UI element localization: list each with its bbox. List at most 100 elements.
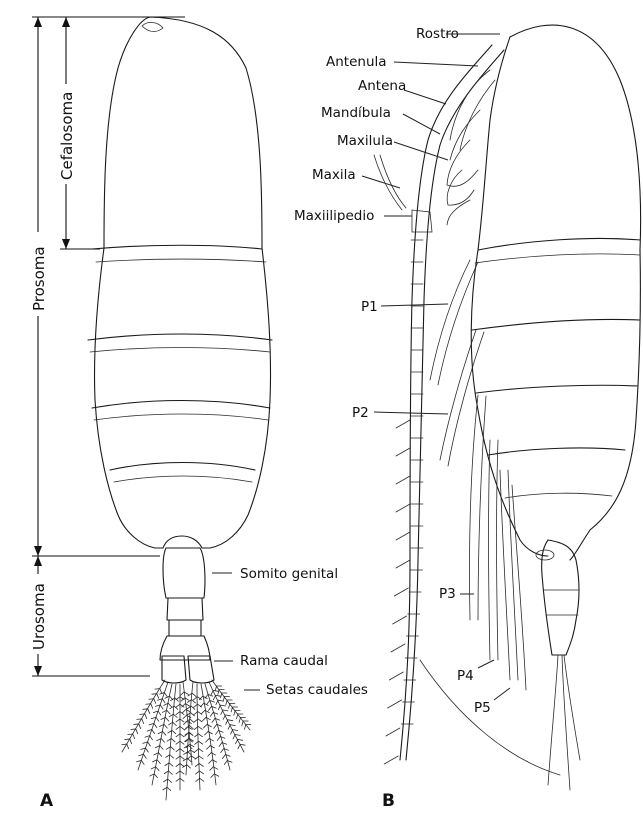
seta-barb bbox=[187, 758, 191, 761]
seta-barb bbox=[242, 721, 243, 726]
antennule-seta bbox=[393, 616, 407, 624]
seta-barb bbox=[163, 731, 166, 735]
seta-barb bbox=[182, 709, 186, 712]
seta-barb bbox=[167, 710, 170, 714]
label-maxila: Maxila bbox=[312, 167, 356, 183]
seta-barb bbox=[199, 756, 203, 759]
seta-barb bbox=[160, 705, 163, 709]
lateral-segment-4 bbox=[488, 448, 625, 455]
label-cefalosoma: Cefalosoma bbox=[58, 92, 76, 180]
seta-barb bbox=[238, 739, 243, 740]
body-outline-lateral bbox=[510, 25, 641, 560]
seta-barb bbox=[165, 717, 168, 721]
lateral-segment-5 bbox=[505, 493, 612, 498]
seta-barb bbox=[203, 724, 207, 728]
seta-barb bbox=[180, 741, 184, 744]
seta-barb bbox=[217, 736, 220, 740]
seta-barb bbox=[214, 724, 217, 728]
seta-barb bbox=[222, 755, 225, 759]
seta-barb bbox=[176, 741, 180, 744]
seta-barb bbox=[145, 714, 147, 719]
seta-barb bbox=[226, 700, 227, 705]
seta-barb bbox=[218, 705, 220, 709]
antennule-seta bbox=[396, 560, 410, 568]
seta-barb bbox=[150, 736, 153, 740]
seta-barb bbox=[233, 735, 235, 739]
seta-barb bbox=[223, 697, 224, 702]
seta-barb bbox=[169, 771, 173, 774]
seta-barb bbox=[216, 700, 218, 704]
seta-barb bbox=[146, 748, 149, 752]
seta-barb bbox=[143, 709, 148, 710]
segment-line-2 bbox=[88, 334, 272, 340]
antennule-seta bbox=[396, 476, 410, 484]
seta-barb bbox=[180, 778, 184, 781]
seta-barb bbox=[160, 746, 163, 750]
seta-barb bbox=[238, 744, 240, 748]
seta-barb bbox=[176, 704, 180, 707]
label-p5: P5 bbox=[474, 700, 491, 716]
seta-barb bbox=[235, 735, 240, 736]
seta-barb bbox=[236, 714, 237, 719]
seta-barb bbox=[154, 774, 157, 778]
seta-barb bbox=[164, 724, 167, 728]
long-ventral-seta bbox=[420, 660, 560, 775]
seta-barb bbox=[156, 717, 159, 721]
genital-somite bbox=[163, 548, 205, 598]
seta-barb bbox=[219, 742, 222, 746]
urosome-lateral bbox=[542, 540, 579, 655]
urosome-segment-3 bbox=[169, 620, 201, 636]
seta-barb bbox=[142, 719, 144, 724]
ventral-outline-head bbox=[478, 37, 510, 250]
lateral-segment-2 bbox=[472, 319, 640, 330]
seta-barb bbox=[210, 767, 214, 771]
antennule-seta bbox=[394, 588, 408, 596]
segment-line-1b bbox=[96, 259, 266, 262]
seta-barb bbox=[235, 739, 237, 743]
panel-a-dorsal-view: Prosoma Cefalosoma Urosoma Somito genita… bbox=[28, 17, 368, 809]
leader-p2 bbox=[374, 412, 448, 414]
seta-barb bbox=[176, 778, 180, 781]
urosome-segment-2 bbox=[167, 598, 203, 620]
head-appendages bbox=[374, 70, 495, 232]
seta-barb bbox=[224, 761, 227, 765]
seta-barb bbox=[198, 726, 202, 729]
seta-barb bbox=[233, 730, 238, 731]
seta-barb bbox=[148, 742, 151, 746]
rostrum-detail bbox=[142, 22, 163, 31]
panel-letter-a: A bbox=[40, 791, 54, 809]
caudal-setae-lateral bbox=[548, 655, 580, 790]
seta-barb bbox=[148, 709, 150, 714]
seta-barb bbox=[180, 764, 184, 767]
seta-barb bbox=[154, 699, 156, 704]
antennule-seta bbox=[389, 672, 403, 680]
segment-line-4 bbox=[110, 463, 255, 471]
seta-barb bbox=[209, 760, 213, 764]
leader-antena bbox=[404, 90, 446, 104]
seta-barb bbox=[141, 760, 144, 764]
seta-barb bbox=[173, 722, 177, 725]
antennule-seta bbox=[396, 448, 410, 456]
seta-barb bbox=[226, 720, 228, 724]
seta-barb bbox=[168, 779, 172, 782]
seta-barb bbox=[154, 723, 157, 727]
seta-barb bbox=[157, 694, 159, 699]
leader-p5 bbox=[494, 688, 510, 700]
seta-barb bbox=[192, 693, 196, 696]
seta-barb bbox=[221, 710, 223, 714]
seta-barb bbox=[228, 704, 229, 709]
seta-barb bbox=[158, 711, 161, 715]
seta-barb bbox=[180, 756, 184, 759]
segment-line-2b bbox=[90, 348, 270, 353]
seta-barb bbox=[158, 753, 161, 757]
seta-barb bbox=[176, 749, 180, 752]
seta-barb bbox=[208, 706, 211, 710]
leader-antenula bbox=[394, 62, 478, 66]
seta-barb bbox=[176, 697, 180, 700]
antennule-setae bbox=[384, 420, 410, 764]
label-p2: P2 bbox=[352, 405, 369, 421]
seta-barb bbox=[210, 712, 213, 716]
seta-barb bbox=[140, 714, 145, 715]
